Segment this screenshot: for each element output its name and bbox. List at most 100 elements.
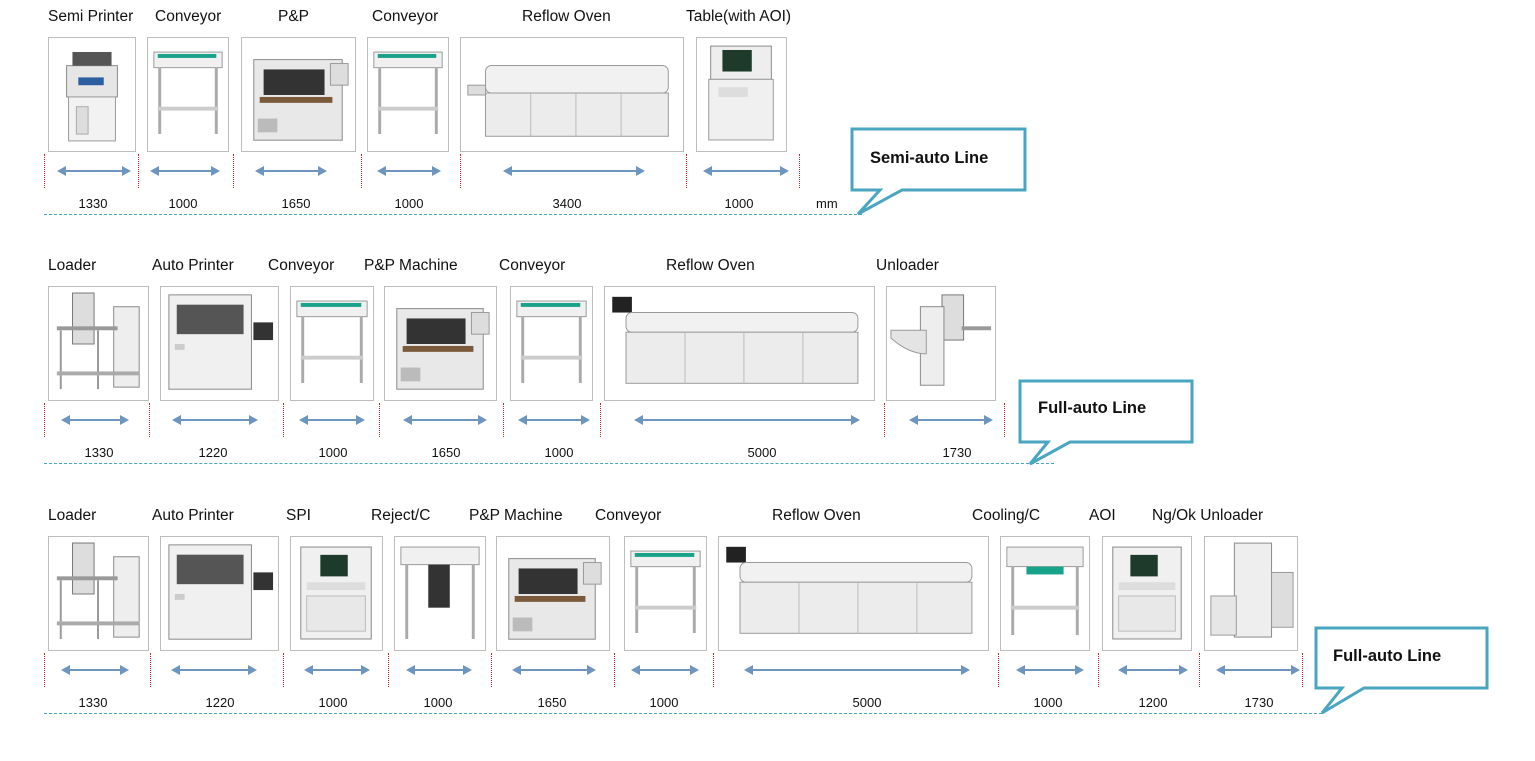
- conveyor-image: [367, 37, 449, 152]
- machine-label: P&P Machine: [469, 507, 563, 524]
- dimension-arrow: [512, 663, 596, 677]
- dimension-value: 1000: [394, 196, 424, 211]
- reflow-oven-image: [604, 286, 875, 401]
- auto-printer-image: [160, 536, 279, 651]
- separator-line: [614, 653, 615, 687]
- reject-conveyor-image: [394, 536, 486, 651]
- separator-line: [283, 403, 284, 437]
- pick-and-place-image: [241, 37, 356, 152]
- separator-line: [44, 653, 45, 687]
- conveyor-image: [510, 286, 593, 401]
- dimension-value: 5000: [747, 445, 777, 460]
- dimension-value: 1650: [431, 445, 461, 460]
- dimension-value: 1000: [1033, 695, 1063, 710]
- separator-line: [1199, 653, 1200, 687]
- dimension-value: 1000: [649, 695, 679, 710]
- machine-label: Reject/C: [371, 507, 431, 524]
- callout-label: Full-auto Line: [1038, 399, 1147, 417]
- separator-line: [1302, 653, 1303, 687]
- machine-label: Semi Printer: [48, 8, 134, 25]
- dimension-value: 1000: [318, 445, 348, 460]
- dimension-arrow: [171, 663, 257, 677]
- conveyor-machine-icon: [373, 51, 443, 135]
- dimension-arrow: [744, 663, 970, 677]
- auto-printer-image: [160, 286, 279, 401]
- callout-label: Semi-auto Line: [870, 149, 989, 167]
- conveyor-image: [290, 286, 374, 401]
- dimension-value: 1650: [281, 196, 311, 211]
- pick-and-place-image: [496, 536, 610, 651]
- reflow-oven-image: [718, 536, 989, 651]
- dimension-value: 1000: [724, 196, 754, 211]
- dimension-value: 1330: [84, 445, 114, 460]
- loader-image: [48, 286, 149, 401]
- printer-machine-icon: [168, 544, 274, 640]
- dimension-arrow: [299, 413, 365, 427]
- printer-machine-icon: [66, 51, 118, 142]
- dimension-arrow: [255, 164, 327, 178]
- machine-label: SPI: [286, 507, 311, 524]
- dimension-value: 1200: [1138, 695, 1168, 710]
- separator-line: [149, 403, 150, 437]
- line-baseline: [44, 463, 1054, 464]
- full-auto-line-row: Loader Auto Printer SPI Reject/C P&P Mac…: [0, 507, 1535, 737]
- separator-line: [1098, 653, 1099, 687]
- ng-ok-unloader-image: [1204, 536, 1298, 651]
- inspection-machine-icon: [1112, 546, 1182, 640]
- machine-label: Unloader: [876, 257, 939, 274]
- dimension-value: 5000: [852, 695, 882, 710]
- reflow-oven-icon: [726, 546, 973, 634]
- machine-label: Table(with AOI): [686, 8, 792, 25]
- dimension-arrow: [403, 413, 487, 427]
- separator-line: [600, 403, 601, 437]
- conveyor-image: [624, 536, 707, 651]
- loader-machine-icon: [890, 294, 992, 386]
- loader-machine-icon: [56, 292, 140, 390]
- dimension-value: 1220: [205, 695, 235, 710]
- full-auto-line-row: Loader Auto Printer Conveyor P&P Machine…: [0, 257, 1535, 487]
- machine-label: Ng/Ok Unloader: [1152, 507, 1264, 524]
- machine-label: Conveyor: [268, 257, 335, 274]
- dimension-arrow: [150, 164, 220, 178]
- dimension-arrow: [61, 413, 129, 427]
- machine-label: Loader: [48, 257, 97, 274]
- line-baseline: [44, 713, 1322, 714]
- pick-and-place-machine-icon: [508, 558, 602, 640]
- separator-line: [150, 653, 151, 687]
- dimension-value: 1730: [1244, 695, 1274, 710]
- separator-line: [460, 154, 461, 188]
- line-baseline: [44, 214, 862, 215]
- conveyor-image: [147, 37, 229, 152]
- conveyor-machine-icon: [516, 300, 587, 384]
- printer-machine-icon: [168, 294, 274, 390]
- dimension-arrow: [1016, 663, 1084, 677]
- dimension-value: 1220: [198, 445, 228, 460]
- machine-label: Conveyor: [155, 8, 222, 25]
- separator-line: [799, 154, 800, 188]
- dimension-arrow: [57, 164, 131, 178]
- machine-label: Auto Printer: [152, 507, 234, 524]
- dimension-arrow: [377, 164, 441, 178]
- conveyor-machine-icon: [1006, 546, 1084, 636]
- reflow-oven-icon: [612, 296, 859, 384]
- dimension-arrow: [1118, 663, 1188, 677]
- dimension-value: 1000: [544, 445, 574, 460]
- separator-line: [1004, 403, 1005, 437]
- dimension-arrow: [304, 663, 370, 677]
- machine-label: Cooling/C: [972, 507, 1041, 524]
- separator-line: [686, 154, 687, 188]
- machine-label: Conveyor: [499, 257, 566, 274]
- machine-label: P&P: [278, 8, 310, 25]
- dimension-value: 1650: [537, 695, 567, 710]
- reflow-oven-icon: [467, 65, 669, 137]
- conveyor-machine-icon: [296, 300, 368, 384]
- machine-label: Loader: [48, 507, 97, 524]
- pick-and-place-machine-icon: [253, 59, 349, 141]
- dimension-value: 1730: [942, 445, 972, 460]
- dimension-value: 1000: [168, 196, 198, 211]
- inspection-machine-icon: [708, 45, 774, 141]
- dimension-arrow: [406, 663, 472, 677]
- conveyor-machine-icon: [400, 546, 480, 639]
- machine-label: Reflow Oven: [522, 8, 611, 25]
- table-with-aoi-image: [696, 37, 787, 152]
